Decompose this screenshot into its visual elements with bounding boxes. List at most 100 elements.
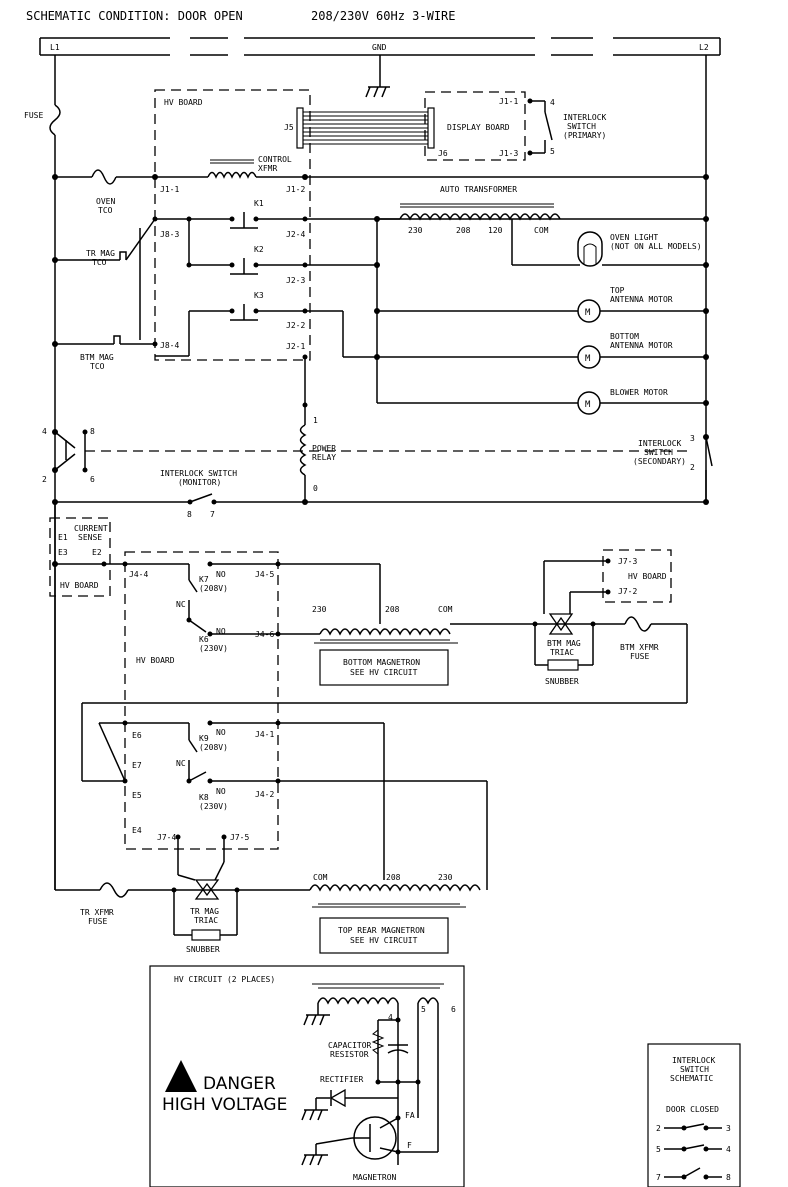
supply-rail: L1 GND L2	[39, 35, 721, 58]
sec-2: 2	[690, 463, 695, 472]
capacitor-resistor-l2: RESISTOR	[330, 1050, 369, 1059]
hv-pin6: 6	[451, 1005, 456, 1014]
oven-tco-l1: OVEN	[96, 197, 115, 206]
k9-no: NO	[216, 728, 226, 737]
fuse-label: FUSE	[24, 111, 43, 120]
control-xfmr-l1: CONTROL	[258, 155, 292, 164]
k7-nc: NC	[176, 600, 186, 609]
ribbon-cable	[296, 107, 435, 149]
k3-label: K3	[254, 291, 264, 300]
tr-mag-tco: TR MAG TCO	[52, 216, 158, 340]
rail-gnd: GND	[372, 43, 387, 52]
j6-label: J6	[438, 149, 448, 158]
btm-mag-triac-l1: BTM MAG	[547, 639, 581, 648]
e7-label: E7	[132, 761, 142, 770]
btm-mag-triac: J7-3 HV BOARD J7-2 BTM MAG TRIAC SNUBBER	[532, 549, 672, 686]
auto-transformer: AUTO TRANSFORMER 230 208 120 COM	[377, 185, 580, 266]
interlock-legend: INTERLOCK SWITCH SCHEMATIC DOOR CLOSED 2…	[647, 1043, 741, 1187]
legend-2: 2	[656, 1124, 661, 1133]
interlock-primary-l3: (PRIMARY)	[563, 131, 606, 140]
tr-xfmr-fuse-l2: FUSE	[88, 917, 107, 926]
e3-label: E3	[58, 548, 68, 557]
danger-label: DANGER	[203, 1074, 276, 1094]
j1-2-label: J1-2	[286, 185, 305, 194]
j2-2-label: J2-2	[286, 321, 305, 330]
top-rear-magnetron-l2: SEE HV CIRCUIT	[350, 936, 418, 945]
current-sense-l1: CURRENT	[74, 524, 108, 533]
bottom-antenna-motor: M BOTTOM ANTENNA MOTOR	[577, 332, 709, 369]
j2-4-label: J2-4	[286, 230, 305, 239]
interlock-primary-l2: SWITCH	[567, 122, 596, 131]
k8-l2: (230V)	[199, 802, 228, 811]
sw-8: 8	[90, 427, 95, 436]
bottom-magnetron-box	[319, 649, 449, 686]
magnetron-label: MAGNETRON	[353, 1173, 397, 1182]
tap-230: 230	[408, 226, 423, 235]
bottom-antenna-motor-symbol: M	[585, 354, 591, 364]
current-sense-l2: SENSE	[78, 533, 102, 542]
relay-k1: K1	[155, 199, 709, 229]
top-antenna-motor: M TOP ANTENNA MOTOR	[377, 286, 709, 323]
hv-board-mid-label: HV BOARD	[136, 656, 175, 665]
relay-pin-1: 1	[313, 416, 318, 425]
interlock-monitor-l2: (MONITOR)	[178, 478, 221, 487]
t230: 230	[438, 873, 453, 882]
legend-3: 3	[726, 1124, 731, 1133]
ground-symbol	[365, 55, 390, 98]
j2-3-label: J2-3	[286, 276, 305, 285]
j4-5-label: J4-5	[255, 570, 274, 579]
fa-label: FA	[405, 1111, 415, 1120]
bottom-magnetron-l1: BOTTOM MAGNETRON	[343, 658, 420, 667]
hv-pin5: 5	[421, 1005, 426, 1014]
interlock-secondary-l1: INTERLOCK	[638, 439, 682, 448]
relay-k2: K2	[186, 219, 308, 275]
display-board	[424, 91, 526, 161]
tap-com: COM	[534, 226, 549, 235]
k6-l2: (230V)	[199, 644, 228, 653]
hv-board-right	[602, 549, 672, 603]
power-relay-l1: POWER	[312, 444, 336, 453]
j4-1-label: J4-1	[255, 730, 274, 739]
tr-xfmr-fuse-l1: TR XFMR	[80, 908, 114, 917]
rectifier-label: RECTIFIER	[320, 1075, 364, 1084]
top-antenna-l2: ANTENNA MOTOR	[610, 295, 673, 304]
oven-tco: OVEN TCO	[91, 168, 117, 215]
j4-4-label: J4-4	[129, 570, 148, 579]
hv-circuit-inset: HV CIRCUIT (2 PLACES) 4 5 6 CAPACITOR RE…	[149, 965, 465, 1187]
e5-label: E5	[132, 791, 142, 800]
legend-title-l1: INTERLOCK	[672, 1056, 716, 1065]
interlock-monitor-l1: INTERLOCK SWITCH	[160, 469, 237, 478]
interlock-switch-secondary: 3 2 INTERLOCK SWITCH (SECONDARY)	[633, 434, 713, 502]
j7-2-label: J7-2	[618, 587, 637, 596]
mon-7: 7	[210, 510, 215, 519]
oven-light-l2: (NOT ON ALL MODELS)	[610, 242, 702, 251]
j8-3-label: J8-3	[160, 230, 179, 239]
interlock-switch-door: 4 8 2 6	[42, 427, 690, 484]
hv-board-top	[154, 89, 311, 361]
bcom: COM	[438, 605, 453, 614]
k6-no: NO	[216, 627, 226, 636]
tap-208: 208	[456, 226, 471, 235]
btm-xfmr-fuse-l2: FUSE	[630, 652, 649, 661]
legend-5: 5	[656, 1145, 661, 1154]
top-antenna-motor-symbol: M	[585, 308, 591, 318]
k9-l2: (208V)	[199, 743, 228, 752]
oven-light: OVEN LIGHT (NOT ON ALL MODELS)	[577, 231, 709, 268]
hv-pin4: 4	[388, 1013, 393, 1022]
rail-l2: L2	[699, 43, 709, 52]
top-rear-magnetron-transformer: COM 208 230 TOP REAR MAGNETRON SEE HV CI…	[309, 873, 481, 954]
bottom-antenna-l2: ANTENNA MOTOR	[610, 341, 673, 350]
j2-1-label: J2-1	[286, 342, 305, 351]
j1-3-top-label: J1-3	[499, 149, 518, 158]
interlock-secondary-l3: (SECONDARY)	[633, 457, 686, 466]
sec-3: 3	[690, 434, 695, 443]
auto-transformer-label: AUTO TRANSFORMER	[440, 185, 517, 194]
relay-k9-k8: E6 E7 E5 E4 K9 (208V) NO NC J4-1 K8 (230…	[98, 720, 488, 890]
main-fuse: FUSE	[24, 104, 62, 136]
e1-label: E1	[58, 533, 68, 542]
rail-l1: L1	[50, 43, 60, 52]
bottom-antenna-l1: BOTTOM	[610, 332, 639, 341]
top-rear-magnetron-box	[319, 917, 449, 954]
j7-5-label: J7-5	[230, 833, 249, 842]
